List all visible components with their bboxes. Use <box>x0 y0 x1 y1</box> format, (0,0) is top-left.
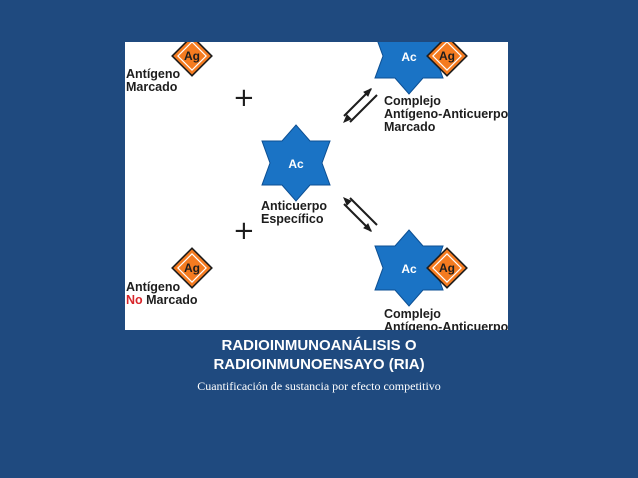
bottom-complex-antibody: Ac <box>374 229 444 307</box>
specific-antibody: Ac <box>261 124 331 202</box>
labeled-antigen-diamond: Ag <box>171 42 213 77</box>
upper-equilibrium-arrows <box>343 88 378 123</box>
top-complex-antigen: Ag <box>426 42 468 77</box>
bottom-complex-label: Complejo Antígeno-Anticuerpo <box>384 307 508 331</box>
top-complex-label: Complejo Antígeno-Anticuerpo Marcado <box>384 94 508 134</box>
ac-text: Ac <box>401 50 417 64</box>
plus-sign-bottom: + <box>233 216 255 246</box>
title-line-1: RADIOINMUNOANÁLISIS O <box>221 337 417 354</box>
ac-text: Ac <box>288 157 304 171</box>
antibody-label: Anticuerpo Específico <box>261 199 327 226</box>
labeled-antigen-label: Antígeno Marcado <box>126 67 181 94</box>
ac-text: Ac <box>401 262 417 276</box>
ag-text: Ag <box>439 261 455 275</box>
ag-text: Ag <box>184 261 200 275</box>
subtitle: Cuantificación de sustancia por efecto c… <box>197 379 441 393</box>
diagram-panel: Ag Ac Ag Ac Ag Ac Ag <box>125 42 508 330</box>
diagram-graphics: Ag Ac Ag Ac Ag Ac Ag <box>171 42 468 307</box>
unlabeled-antigen-diamond: Ag <box>171 247 213 289</box>
ag-text: Ag <box>439 49 455 63</box>
title-line-2: RADIOINMUNOENSAYO (RIA) <box>213 356 425 373</box>
bottom-complex-antigen: Ag <box>426 247 468 289</box>
top-complex-antibody: Ac <box>374 42 444 95</box>
no-word: No <box>126 293 143 307</box>
plus-sign-top: + <box>233 83 255 113</box>
unlabeled-antigen-label: Antígeno No Marcado <box>126 280 198 307</box>
ag-text: Ag <box>184 49 200 63</box>
lower-equilibrium-arrows <box>343 197 378 232</box>
